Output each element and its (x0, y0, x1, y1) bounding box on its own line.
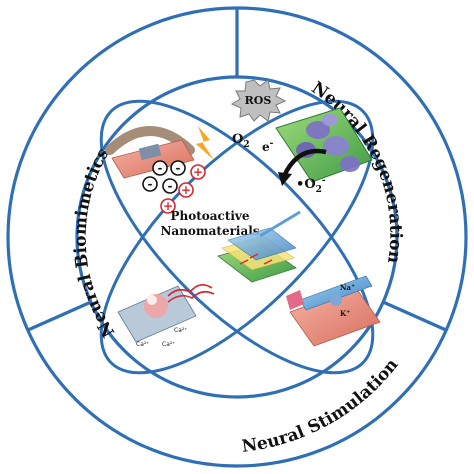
center-label-line1: Photoactive (170, 209, 249, 223)
superoxide-label: •O2- (296, 176, 326, 195)
reaction-arrow (281, 148, 327, 178)
calcium-illustration: Ca²⁺ Ca²⁺ Ca²⁺ (117, 284, 215, 348)
ros-burst: ROS (230, 79, 287, 122)
regeneration-illustration (275, 107, 373, 183)
ros-label: ROS (245, 94, 272, 107)
charge-markers: - - - - + + + (142, 160, 206, 214)
svg-text:+: + (193, 165, 203, 179)
divider-right (382, 300, 447, 332)
ca-ion-label: Ca²⁺ (174, 327, 187, 334)
electron-label: e- (262, 139, 274, 154)
lightning-icon (196, 126, 214, 160)
na-ion-label: Na+ (340, 283, 355, 292)
ca-ion-label: Ca²⁺ (136, 341, 149, 348)
divider-left (27, 300, 92, 332)
center-device-illustration (217, 210, 301, 283)
section-label-biomimetics: Neural Biomimetics (70, 145, 119, 341)
ion-channel-illustration: Na+ K+ (286, 275, 381, 347)
center-label-line2: Nanomaterials (160, 224, 259, 238)
svg-text:+: + (163, 199, 173, 213)
reaction: O2 e- •O2- (232, 132, 327, 195)
ca-ion-label: Ca²⁺ (162, 341, 175, 348)
svg-text:-: - (148, 177, 153, 191)
svg-text:+: + (181, 183, 191, 197)
svg-text:-: - (176, 161, 181, 175)
o2-label: O2 (232, 132, 250, 150)
k-ion-label: K+ (340, 309, 350, 318)
svg-text:-: - (168, 179, 173, 193)
biomimetics-illustration (105, 126, 214, 179)
ellipse-a (99, 99, 375, 375)
svg-text:-: - (158, 161, 163, 175)
